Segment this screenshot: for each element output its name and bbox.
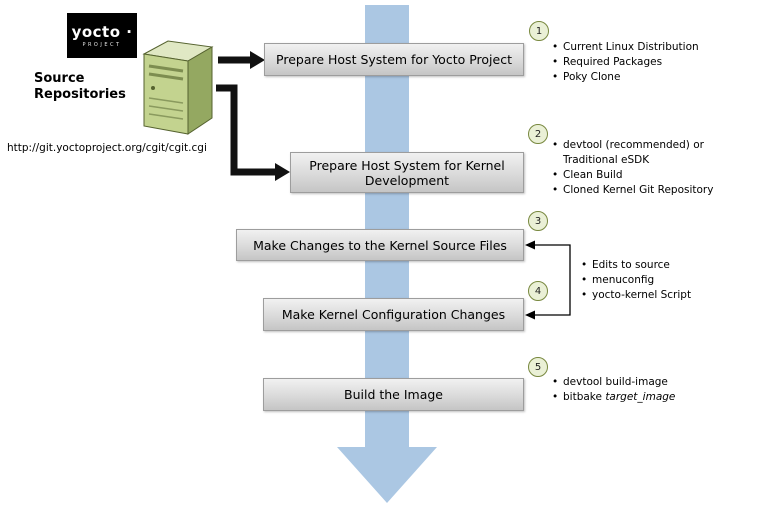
bullet-text-prefix: bitbake xyxy=(563,391,606,403)
yocto-logo-text: yocto · xyxy=(71,23,133,41)
arrowhead-step3 xyxy=(525,240,535,250)
step-number-badge-5: 5 xyxy=(528,357,548,377)
step-box-prepare-host-yocto: Prepare Host System for Yocto Project xyxy=(264,43,524,76)
bullet-item: Required Packages xyxy=(552,55,752,70)
bullet-list-steps-3-4: Edits to source menuconfig yocto-kernel … xyxy=(581,258,731,303)
repo-url: http://git.yoctoproject.org/cgit/cgit.cg… xyxy=(7,142,207,154)
step-box-prepare-host-kernel: Prepare Host System for Kernel Developme… xyxy=(290,152,524,193)
bullet-item: yocto-kernel Script xyxy=(581,288,731,303)
source-repositories-label: Source Repositories xyxy=(34,71,126,102)
bullet-item: devtool build-image xyxy=(552,375,742,390)
step-number-badge-1: 1 xyxy=(529,21,549,41)
bullet-list-step2: devtool (recommended) or Traditional eSD… xyxy=(552,138,724,198)
step-number-badge-3: 3 xyxy=(528,211,548,231)
step-box-label: Make Kernel Configuration Changes xyxy=(281,307,506,322)
server-icon xyxy=(142,40,214,135)
bullet-item: devtool (recommended) or Traditional eSD… xyxy=(552,138,724,168)
step-box-make-config-changes: Make Kernel Configuration Changes xyxy=(263,298,524,331)
arrowhead-step1 xyxy=(250,51,265,69)
connector-server-to-step2 xyxy=(216,84,276,176)
bullet-text-italic: target_image xyxy=(605,391,676,403)
bullet-item: Cloned Kernel Git Repository xyxy=(552,183,724,198)
step-box-make-source-changes: Make Changes to the Kernel Source Files xyxy=(236,229,524,261)
yocto-logo-subtext: PROJECT xyxy=(82,42,122,48)
bullet-list-step1: Current Linux Distribution Required Pack… xyxy=(552,40,752,85)
step-box-build-image: Build the Image xyxy=(263,378,524,411)
step-number-badge-2: 2 xyxy=(528,124,548,144)
bracket-steps-3-4 xyxy=(534,244,571,316)
bullet-item: Edits to source xyxy=(581,258,731,273)
step-box-label: Build the Image xyxy=(344,387,443,402)
step-box-label: Make Changes to the Kernel Source Files xyxy=(253,237,507,253)
step-number-badge-4: 4 xyxy=(528,281,548,301)
step-box-label: Prepare Host System for Kernel Developme… xyxy=(309,157,505,188)
bullet-item: bitbake target_image xyxy=(552,390,742,405)
bullet-list-step5: devtool build-image bitbake target_image xyxy=(552,375,742,405)
arrowhead-step4 xyxy=(525,310,535,320)
bullet-item: Poky Clone xyxy=(552,70,752,85)
bullet-item: menuconfig xyxy=(581,273,731,288)
yocto-logo: yocto · PROJECT xyxy=(67,13,137,58)
arrowhead-step2 xyxy=(275,163,290,181)
bullet-item: Current Linux Distribution xyxy=(552,40,752,55)
step-box-label: Prepare Host System for Yocto Project xyxy=(276,52,512,67)
bullet-item: Clean Build xyxy=(552,168,724,183)
